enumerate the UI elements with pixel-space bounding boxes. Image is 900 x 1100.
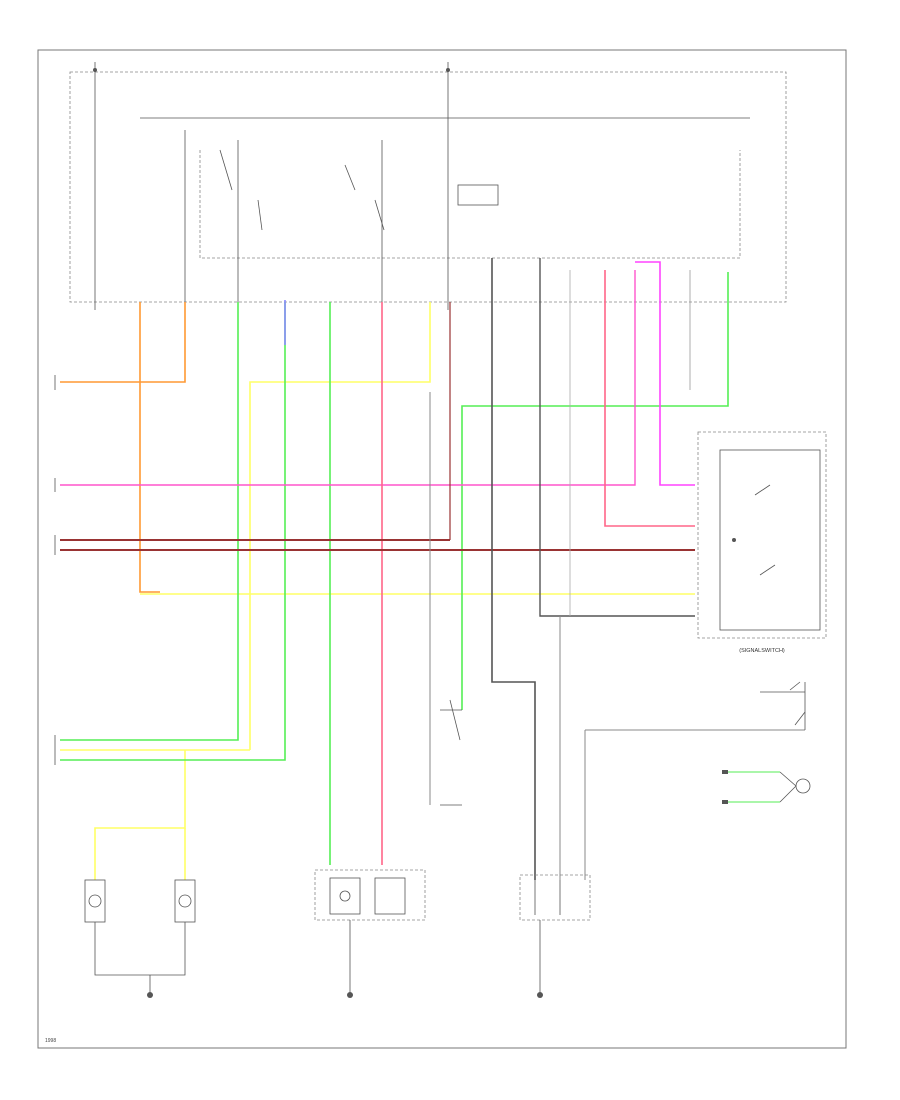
daytime-running-module — [519, 874, 591, 921]
flasher-relay-center — [440, 699, 462, 806]
wire-green-right — [461, 272, 729, 710]
diagram-code-tag: 1998 — [45, 1038, 56, 1044]
wire-orange-vertical — [139, 302, 160, 593]
wire-yellow-to-lamps — [94, 750, 186, 880]
ground-point-center — [347, 992, 353, 998]
hazard-switch — [760, 681, 806, 730]
module-connector-pins — [94, 302, 449, 310]
lamp-ground-wire — [94, 922, 186, 976]
fuse-feed-left — [93, 62, 97, 302]
wire-pink-horizontal — [60, 270, 636, 486]
right-turn-relay-switch — [344, 140, 385, 302]
indicator-connector — [722, 770, 811, 804]
wire-orange-left — [60, 302, 186, 383]
wire-green-left-col — [60, 302, 239, 741]
flasher-unit — [457, 184, 499, 206]
wire-green-second-col — [60, 302, 286, 761]
left-turn-relay-switch — [219, 140, 263, 302]
turn-signal-switch: (SIGNALSWITCH) — [697, 431, 827, 654]
ground-point-right — [537, 992, 543, 998]
ground-point-left — [147, 992, 153, 998]
wire-magenta-right — [635, 261, 695, 486]
wire-black-center — [491, 258, 536, 880]
wire-black-right — [539, 258, 695, 617]
junction-inner-loop — [199, 150, 741, 259]
left-front-turn-lamp — [84, 879, 106, 923]
wire-yellow-top — [249, 302, 431, 750]
junction-block-outline — [69, 71, 787, 303]
left-side-marker-lamp — [174, 879, 196, 923]
hazard-indicator-module — [314, 869, 426, 921]
page-frame — [37, 49, 847, 1049]
wire-red-pink — [604, 270, 695, 527]
fuse-feed-center — [446, 62, 450, 302]
turn-signal-switch-label: (SIGNALSWITCH) — [739, 648, 785, 654]
